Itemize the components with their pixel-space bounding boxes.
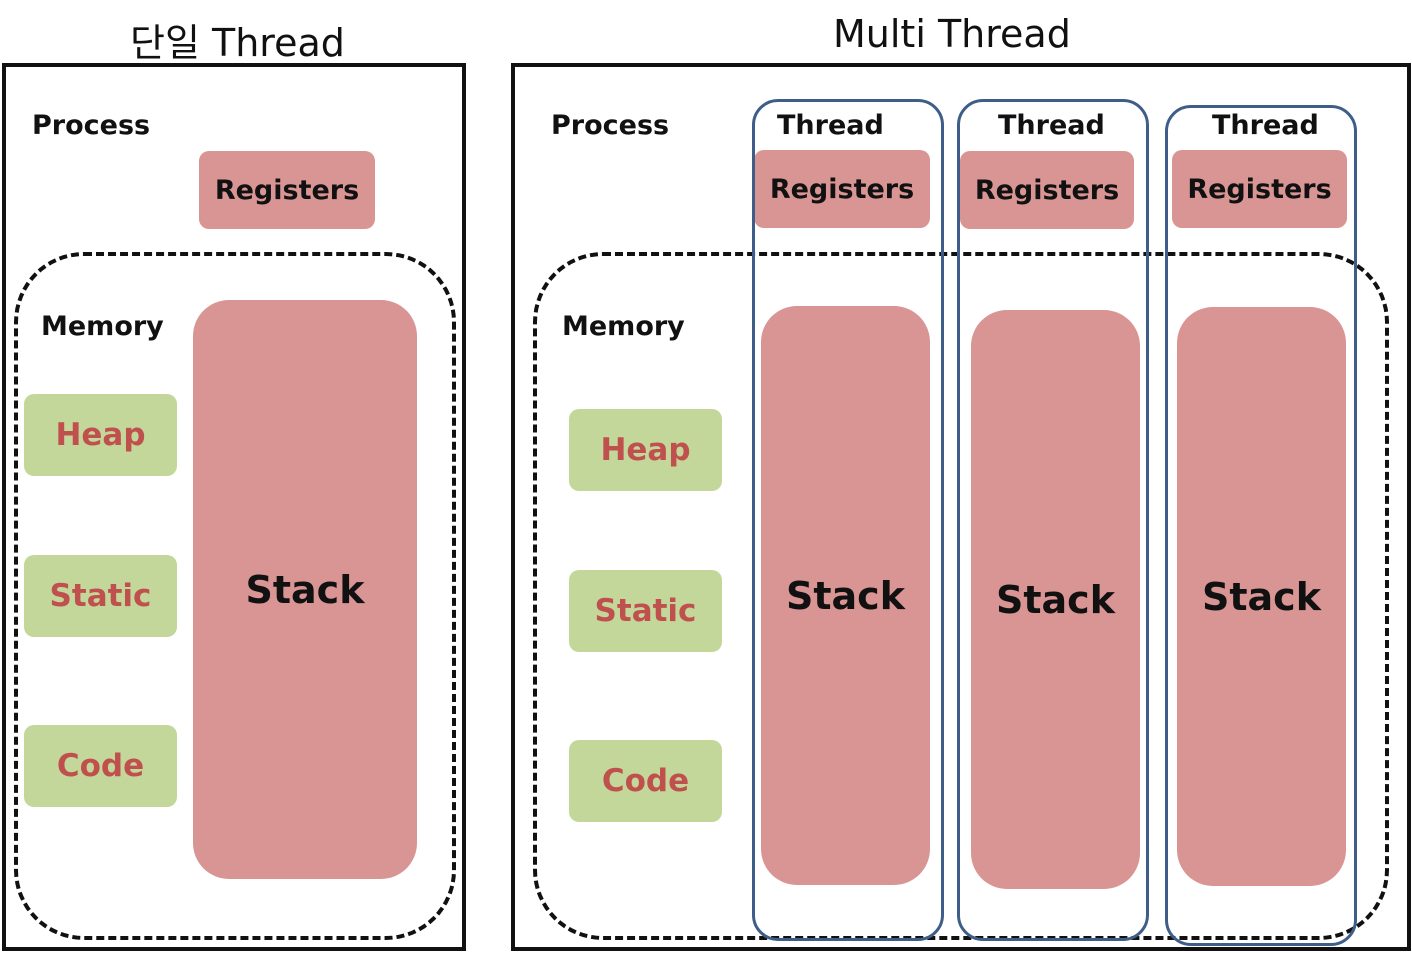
single-heap-box: Heap <box>24 394 177 476</box>
single-memory-region <box>14 252 456 940</box>
single-memory-label: Memory <box>41 311 164 342</box>
thread-2-label: Thread <box>998 110 1105 141</box>
multi-thread-title: Multi Thread <box>833 12 1071 56</box>
single-stack-box: Stack <box>193 300 417 879</box>
thread-2-registers-box: Registers <box>960 151 1134 229</box>
thread-1-stack-box: Stack <box>761 306 930 885</box>
thread-1-boundary <box>752 99 944 941</box>
multi-heap-box: Heap <box>569 409 722 491</box>
multi-process-label: Process <box>551 110 670 141</box>
multi-memory-label: Memory <box>562 311 685 342</box>
single-code-box: Code <box>24 725 177 807</box>
thread-1-label: Thread <box>777 110 884 141</box>
thread-3-boundary <box>1165 105 1357 946</box>
single-thread-title: 단일 Thread <box>130 21 345 65</box>
thread-2-stack-box: Stack <box>971 310 1140 889</box>
single-static-box: Static <box>24 555 177 637</box>
thread-3-stack-box: Stack <box>1177 307 1346 886</box>
thread-1-registers-box: Registers <box>754 150 930 228</box>
thread-3-label: Thread <box>1212 110 1319 141</box>
multi-code-box: Code <box>569 740 722 822</box>
multi-memory-region <box>533 252 1389 940</box>
single-process-label: Process <box>32 110 151 141</box>
multi-static-box: Static <box>569 570 722 652</box>
single-registers-box: Registers <box>199 151 375 229</box>
thread-3-registers-box: Registers <box>1172 150 1347 228</box>
thread-2-boundary <box>957 99 1149 941</box>
